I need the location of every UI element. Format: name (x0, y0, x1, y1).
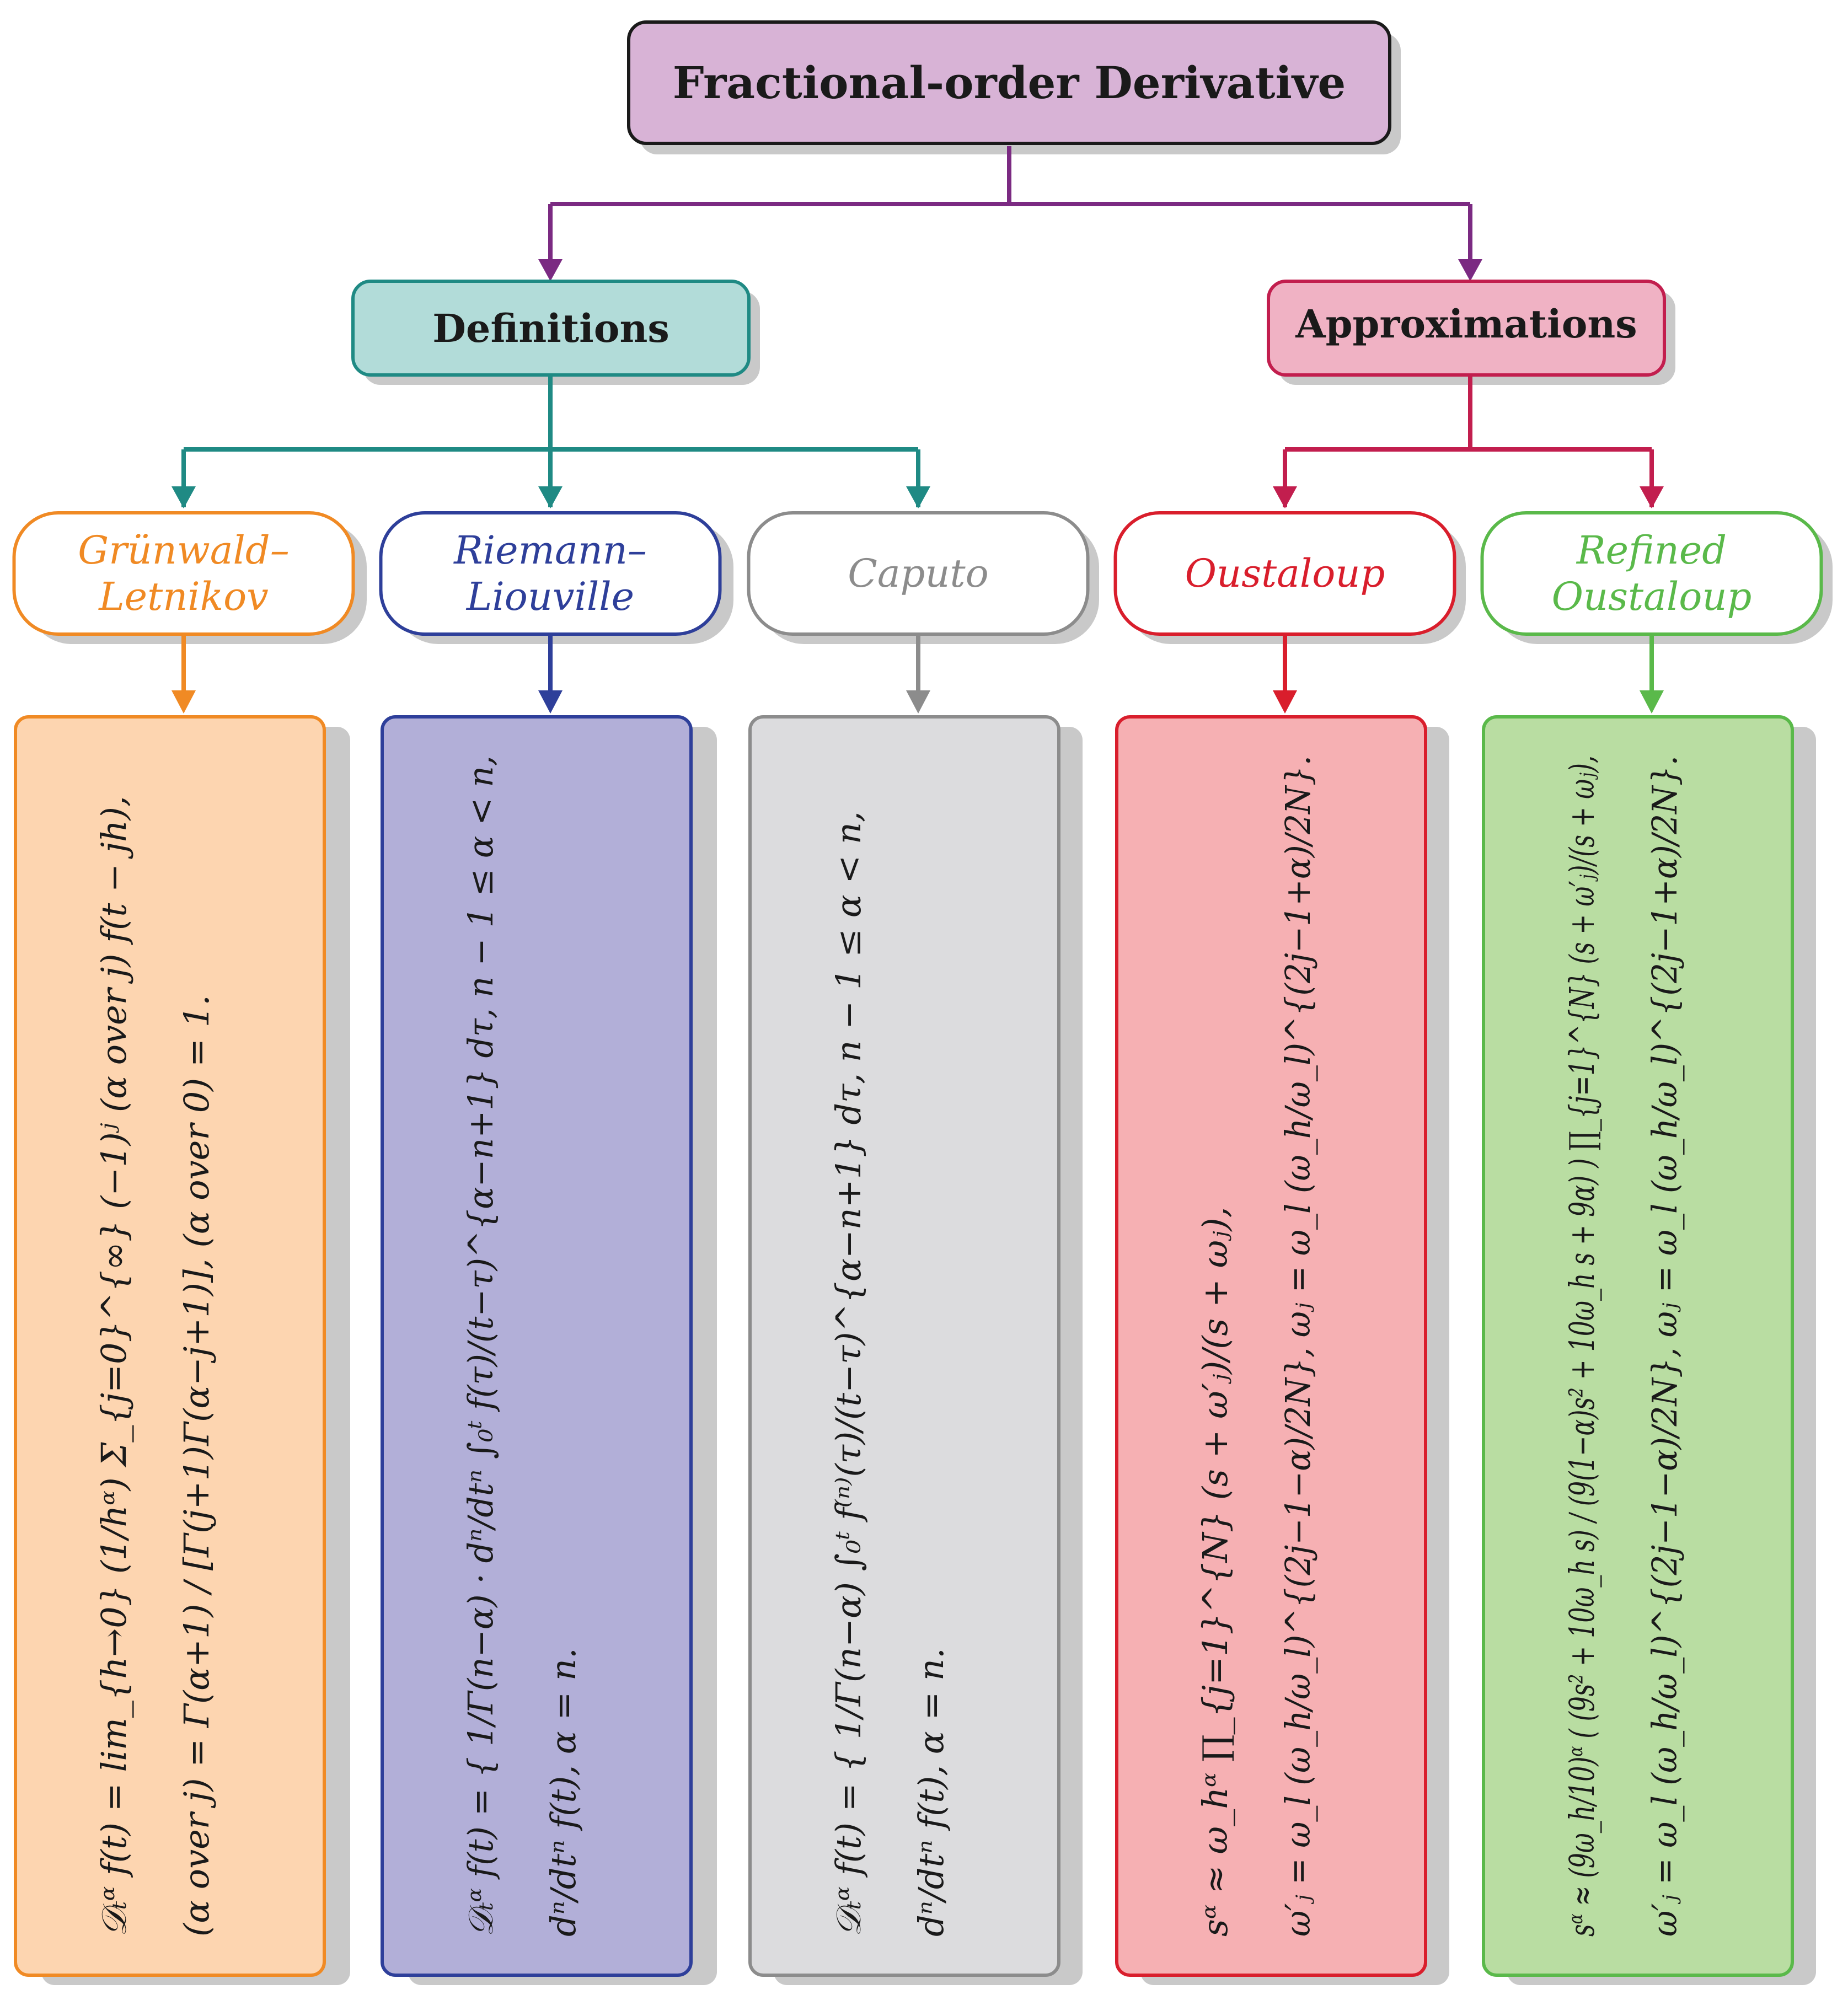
caputo-formulas: 𝒟ₜᵅ f(t) = { 1/Γ(n−α) ∫₀ᵗ f⁽ⁿ⁾(τ)/(t−τ)^… (828, 811, 951, 1937)
gl-formula-line: (α over j) = Γ(α+1) / [Γ(j+1)Γ(α−j+1)], … (176, 995, 217, 1937)
arrow-to-oustaloup (1273, 486, 1297, 508)
approximations-node (1267, 280, 1666, 377)
arrow-to-refined-panel (1640, 690, 1664, 714)
arrow-to-oustaloup-panel (1273, 690, 1297, 714)
root-label: Fractional-order Derivative (673, 57, 1346, 109)
oustaloup-formula-panel (1115, 715, 1427, 1977)
arrow-to-caputo (906, 486, 930, 508)
gl-label-line: Grünwald– (78, 528, 289, 573)
approximations-label: Approximations (1295, 301, 1637, 347)
refined-formulas: sᵅ ≈ (9ω_h/10)ᵅ ( (9s² + 10ω_h s) / (9(1… (1562, 755, 1685, 1937)
gl-formulas: 𝒟ₜᵅ f(t) = lim_{h→0} (1/hᵅ) Σ_{j=0}^{∞} … (94, 796, 217, 1937)
oustaloup-formulas: sᵅ ≈ ω_hᵅ ∏_{j=1}^{N} (s + ω′ⱼ)/(s + ωⱼ)… (1195, 755, 1318, 1937)
rl-label-line: Liouville (465, 574, 634, 619)
connectors (181, 146, 1654, 507)
root-connector (548, 146, 1472, 276)
root-node (627, 20, 1391, 145)
gl-label-line: Letnikov (98, 574, 269, 619)
arrowheads (172, 259, 1664, 508)
refined-formula-panel (1482, 715, 1794, 1977)
definitions-connector (181, 375, 920, 507)
caputo-label-line: Caputo (848, 551, 988, 596)
definitions-label: Definitions (432, 305, 669, 351)
arrow-to-gl-panel (172, 690, 196, 714)
arrow-to-refined (1640, 486, 1664, 508)
refined-label-line: Oustaloup (1552, 574, 1752, 619)
arrow-to-rl (538, 486, 563, 508)
refined-formula-line: sᵅ ≈ (9ω_h/10)ᵅ ( (9s² + 10ω_h s) / (9(1… (1562, 755, 1602, 1937)
arrow-to-caputo-panel (906, 690, 930, 714)
oustaloup-formula-line: sᵅ ≈ ω_hᵅ ∏_{j=1}^{N} (s + ω′ⱼ)/(s + ωⱼ)… (1195, 1207, 1235, 1937)
rl-formula-line: 𝒟ₜᵅ f(t) = { 1/Γ(n−α) · dⁿ/dtⁿ ∫₀ᵗ f(τ)/… (460, 755, 501, 1937)
oustaloup-label-line: Oustaloup (1185, 551, 1385, 596)
arrow-to-approximations (1458, 259, 1482, 281)
definitions-node (351, 280, 751, 377)
rl-formula-panel (381, 715, 693, 1977)
arrow-to-definitions (538, 259, 563, 281)
oustaloup-formula-line: ω′ⱼ = ω_l (ω_h/ω_l)^{(2j−1−α)/2N}, ωⱼ = … (1278, 755, 1318, 1937)
refined-label-line: Refined (1576, 528, 1727, 573)
approximations-connector (1283, 375, 1654, 507)
gl-formula-panel (14, 715, 326, 1977)
rl-label-line: Riemann– (453, 528, 647, 573)
arrow-to-gl (172, 486, 196, 508)
gl-formula-line: 𝒟ₜᵅ f(t) = lim_{h→0} (1/hᵅ) Σ_{j=0}^{∞} … (94, 796, 134, 1937)
caputo-formula-line: dⁿ/dtⁿ f(t), α = n. (911, 1648, 951, 1937)
arrow-to-rl-panel (538, 690, 563, 714)
caputo-formula-line: 𝒟ₜᵅ f(t) = { 1/Γ(n−α) ∫₀ᵗ f⁽ⁿ⁾(τ)/(t−τ)^… (828, 811, 869, 1937)
rl-formulas: 𝒟ₜᵅ f(t) = { 1/Γ(n−α) · dⁿ/dtⁿ ∫₀ᵗ f(τ)/… (460, 755, 583, 1937)
rl-formula-line: dⁿ/dtⁿ f(t), α = n. (543, 1648, 583, 1937)
refined-formula-line: ω′ⱼ = ω_l (ω_h/ω_l)^{(2j−1−α)/2N}, ωⱼ = … (1645, 755, 1685, 1937)
caputo-formula-panel (748, 715, 1060, 1977)
